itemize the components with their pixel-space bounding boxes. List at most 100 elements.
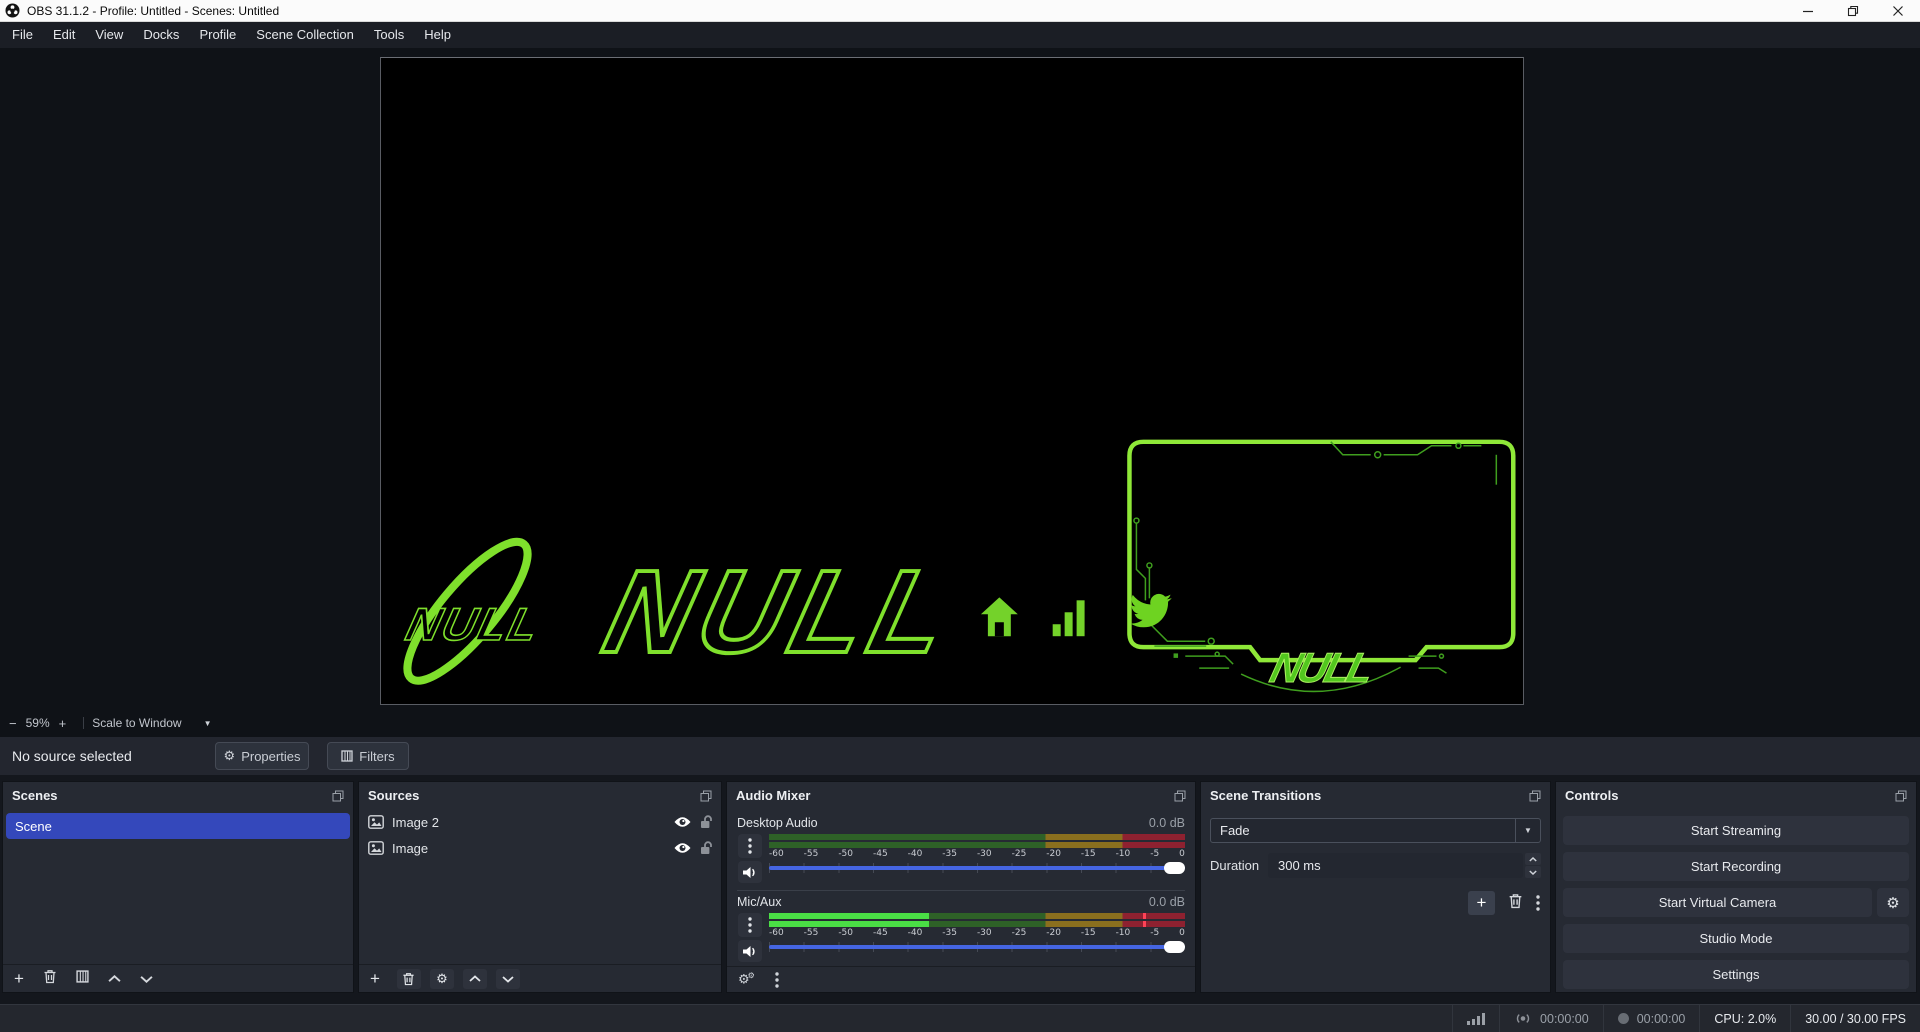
popout-icon[interactable] bbox=[1895, 790, 1907, 802]
start-streaming-button[interactable]: Start Streaming bbox=[1563, 816, 1909, 845]
source-name: Image 2 bbox=[392, 814, 439, 830]
status-bar: 00:00:00 00:00:00 CPU: 2.0% 30.00 / 30.0… bbox=[0, 1004, 1920, 1032]
channel-name: Desktop Audio bbox=[737, 816, 818, 830]
menu-bar: File Edit View Docks Profile Scene Colle… bbox=[0, 22, 1920, 48]
menu-scene-collection[interactable]: Scene Collection bbox=[256, 27, 354, 42]
controls-panel: Controls Start Streaming Start Recording… bbox=[1555, 781, 1917, 993]
duration-label: Duration bbox=[1210, 858, 1260, 873]
scene-list-item[interactable]: Scene bbox=[6, 813, 350, 839]
stream-timer: 00:00:00 bbox=[1500, 1012, 1603, 1026]
transition-select[interactable]: Fade ▼ bbox=[1210, 818, 1541, 843]
record-time: 00:00:00 bbox=[1636, 1011, 1686, 1026]
menu-profile[interactable]: Profile bbox=[199, 27, 237, 42]
duration-decrease-button[interactable] bbox=[1525, 866, 1541, 878]
zoom-in-button[interactable]: + bbox=[58, 715, 67, 731]
move-source-down-button[interactable] bbox=[495, 968, 520, 989]
chevron-down-icon: ▼ bbox=[1524, 826, 1532, 835]
mute-speaker-button[interactable] bbox=[737, 940, 762, 962]
move-source-up-button[interactable] bbox=[462, 968, 487, 989]
menu-tools[interactable]: Tools bbox=[373, 27, 405, 42]
audio-mixer-title: Audio Mixer bbox=[736, 788, 811, 803]
remove-transition-button[interactable] bbox=[1508, 893, 1523, 914]
logo-small-text: NULL bbox=[401, 599, 545, 650]
minimize-button[interactable] bbox=[1785, 0, 1830, 21]
scale-mode-dropdown[interactable]: Scale to Window bbox=[92, 716, 182, 730]
properties-button[interactable]: ⚙ Properties bbox=[215, 742, 309, 770]
circuit-decoration bbox=[1133, 441, 1498, 693]
mixer-channel-desktop-audio: Desktop Audio 0.0 dB bbox=[727, 809, 1195, 891]
scenes-panel: Scenes Scene + bbox=[2, 781, 354, 993]
visibility-eye-icon[interactable] bbox=[673, 842, 692, 854]
menu-edit[interactable]: Edit bbox=[52, 27, 76, 42]
restore-button[interactable] bbox=[1830, 0, 1875, 21]
preview-canvas[interactable]: NULL NULL bbox=[380, 57, 1524, 705]
popout-icon[interactable] bbox=[332, 790, 344, 802]
menu-file[interactable]: File bbox=[12, 27, 33, 42]
remove-source-button[interactable] bbox=[396, 968, 421, 989]
image-source-icon bbox=[368, 841, 384, 855]
start-recording-button[interactable]: Start Recording bbox=[1563, 852, 1909, 881]
unlock-icon[interactable] bbox=[700, 815, 712, 829]
popout-icon[interactable] bbox=[1529, 790, 1541, 802]
twitter-bird-icon bbox=[1130, 593, 1173, 628]
duration-increase-button[interactable] bbox=[1525, 853, 1541, 865]
source-properties-button[interactable]: ⚙ bbox=[429, 968, 454, 989]
title-bar: OBS 31.1.2 - Profile: Untitled - Scenes:… bbox=[0, 0, 1920, 22]
fps-indicator: 30.00 / 30.00 FPS bbox=[1805, 1011, 1906, 1026]
filters-button[interactable]: Filters bbox=[327, 742, 409, 770]
channel-menu-button[interactable] bbox=[737, 913, 762, 937]
sources-toolbar: + ⚙ bbox=[359, 964, 721, 992]
add-scene-button[interactable]: + bbox=[14, 969, 24, 988]
mute-speaker-button[interactable] bbox=[737, 861, 762, 883]
start-virtual-camera-button[interactable]: Start Virtual Camera bbox=[1563, 888, 1872, 917]
add-transition-button[interactable]: + bbox=[1468, 891, 1495, 915]
settings-button[interactable]: Settings bbox=[1563, 960, 1909, 989]
visibility-eye-icon[interactable] bbox=[673, 816, 692, 828]
scene-filters-button[interactable] bbox=[76, 969, 89, 988]
scenes-toolbar: + bbox=[3, 964, 353, 992]
mixer-menu-icon[interactable] bbox=[775, 971, 779, 988]
menu-docks[interactable]: Docks bbox=[143, 27, 180, 42]
volume-slider[interactable] bbox=[769, 939, 1185, 955]
logo-big-text: NULL bbox=[593, 547, 970, 678]
scenes-title: Scenes bbox=[12, 788, 58, 803]
source-row[interactable]: Image bbox=[359, 835, 721, 861]
close-button[interactable] bbox=[1875, 0, 1920, 21]
duration-value[interactable]: 300 ms bbox=[1268, 853, 1523, 878]
source-row[interactable]: Image 2 bbox=[359, 809, 721, 835]
cpu-usage: CPU: 2.0% bbox=[1714, 1011, 1777, 1026]
channel-name: Mic/Aux bbox=[737, 895, 782, 909]
popout-icon[interactable] bbox=[1174, 790, 1186, 802]
move-scene-down-button[interactable] bbox=[140, 970, 153, 988]
virtual-camera-config-button[interactable]: ⚙ bbox=[1877, 888, 1909, 917]
popout-icon[interactable] bbox=[700, 790, 712, 802]
move-scene-up-button[interactable] bbox=[108, 970, 121, 988]
transition-menu-icon[interactable] bbox=[1536, 895, 1540, 911]
signal-bars-icon bbox=[1467, 1012, 1486, 1025]
duration-spinner[interactable]: 300 ms bbox=[1268, 853, 1541, 878]
divider bbox=[83, 717, 85, 729]
preview-zoom-bar: − 59% + Scale to Window ▼ bbox=[0, 713, 1920, 733]
mixer-toolbar: ⚙⚙ bbox=[727, 966, 1195, 992]
volume-slider[interactable] bbox=[769, 860, 1185, 876]
chevron-down-icon[interactable]: ▼ bbox=[203, 718, 212, 728]
volume-slider-handle[interactable] bbox=[1164, 862, 1185, 874]
mixer-channel-mic-aux: Mic/Aux 0.0 dB bbox=[727, 891, 1195, 962]
volume-slider-handle[interactable] bbox=[1164, 941, 1185, 953]
zoom-out-button[interactable]: − bbox=[9, 715, 17, 731]
menu-help[interactable]: Help bbox=[424, 27, 451, 42]
dock-area: Scenes Scene + bbox=[0, 775, 1920, 1004]
menu-view[interactable]: View bbox=[95, 27, 124, 42]
remove-scene-button[interactable] bbox=[43, 969, 57, 989]
add-source-button[interactable]: + bbox=[370, 969, 380, 988]
sources-title: Sources bbox=[368, 788, 420, 803]
gear-icon: ⚙ bbox=[223, 748, 236, 763]
unlock-icon[interactable] bbox=[700, 841, 712, 855]
advanced-audio-icon[interactable]: ⚙⚙ bbox=[738, 971, 755, 987]
studio-mode-button[interactable]: Studio Mode bbox=[1563, 924, 1909, 953]
record-timer: 00:00:00 bbox=[1604, 1012, 1700, 1026]
volume-meter bbox=[769, 913, 1185, 927]
channel-menu-button[interactable] bbox=[737, 834, 762, 858]
